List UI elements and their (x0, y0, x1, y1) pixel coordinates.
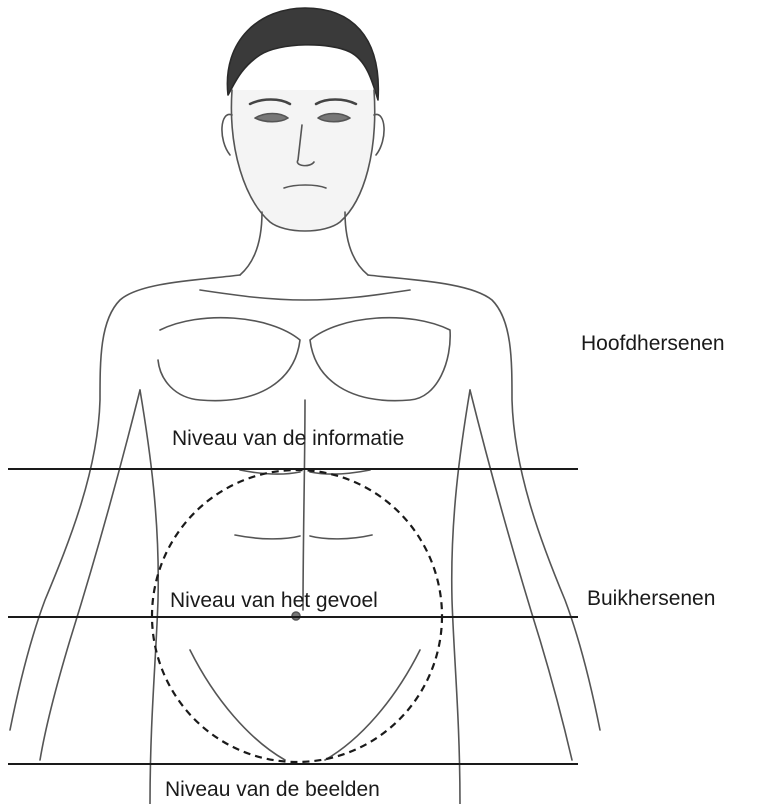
right-pectoral (310, 318, 450, 401)
body-figure-illustration (10, 8, 600, 804)
torso-outline (10, 275, 600, 730)
label-niveau-beelden: Niveau van de beelden (165, 779, 380, 800)
label-hoofdhersenen: Hoofdhersenen (581, 333, 725, 354)
head (231, 90, 374, 231)
hair (227, 8, 378, 100)
left-pectoral (158, 318, 300, 401)
torso-left-side (140, 390, 158, 804)
label-niveau-informatie: Niveau van de informatie (172, 428, 404, 449)
left-ear (222, 114, 232, 155)
collarbones (200, 290, 410, 300)
label-buikhersenen: Buikhersenen (587, 588, 715, 609)
label-niveau-gevoel: Niveau van het gevoel (170, 590, 378, 611)
right-ear (374, 114, 384, 155)
right-arm-inner (470, 390, 572, 760)
right-eye (318, 114, 350, 122)
torso-right-side (452, 390, 470, 804)
